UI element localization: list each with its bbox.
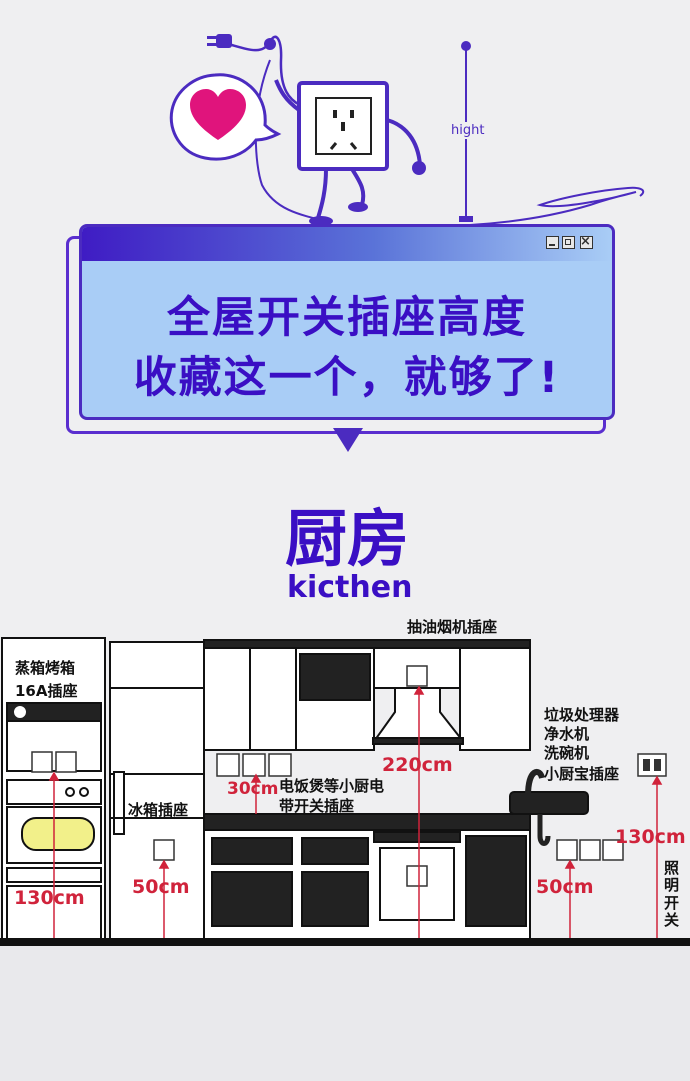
window-title-bar (82, 227, 612, 261)
steam-oven-label: 蒸箱烤箱 (15, 659, 76, 677)
sink-label-3: 洗碗机 (544, 744, 590, 762)
banner-window: × 全屋开关插座高度 收藏这一个，就够了! (79, 224, 615, 420)
banner-pointer-icon (333, 428, 363, 452)
counter-measurement: 30cm (227, 779, 279, 799)
socket-mascot-illustration (169, 34, 645, 226)
close-icon: × (580, 234, 593, 249)
hood-socket-label: 抽油烟机插座 (407, 618, 498, 636)
banner-line-1: 全屋开关插座高度 (167, 293, 527, 343)
oven-measurement: 130cm (14, 887, 85, 909)
light-switch-label: 照明开关 (664, 859, 680, 929)
plug-icon (207, 34, 232, 48)
hood-measurement: 220cm (382, 754, 453, 776)
under-sink-measurement: 50cm (536, 876, 594, 898)
sink-label-4: 小厨宝插座 (544, 765, 620, 783)
maximize-icon (562, 236, 575, 249)
sink-label-2: 净水机 (544, 725, 590, 743)
socket-mascot-icon (274, 79, 426, 226)
banner-line-2: 收藏这一个，就够了! (133, 353, 561, 403)
section-title-cn: 厨房 (285, 502, 410, 575)
height-label: hight (451, 122, 485, 139)
kitchen-elevation-drawing (0, 637, 690, 946)
socket-16a-label: 16A插座 (15, 682, 78, 700)
small-appliance-label-2: 带开关插座 (279, 797, 355, 815)
socket-icons (31, 665, 667, 887)
section-title-en: kicthen (287, 570, 413, 605)
fridge-measurement: 50cm (132, 876, 190, 898)
fridge-socket-label: 冰箱插座 (128, 801, 189, 819)
switch-measurement: 130cm (615, 826, 686, 848)
minimize-icon (546, 236, 559, 249)
measure-lines (48, 685, 663, 938)
sink-label-1: 垃圾处理器 (544, 706, 620, 724)
heart-bubble-icon (169, 73, 282, 161)
floor-area (0, 946, 690, 1081)
small-appliance-label-1: 电饭煲等小厨电 (279, 777, 385, 795)
